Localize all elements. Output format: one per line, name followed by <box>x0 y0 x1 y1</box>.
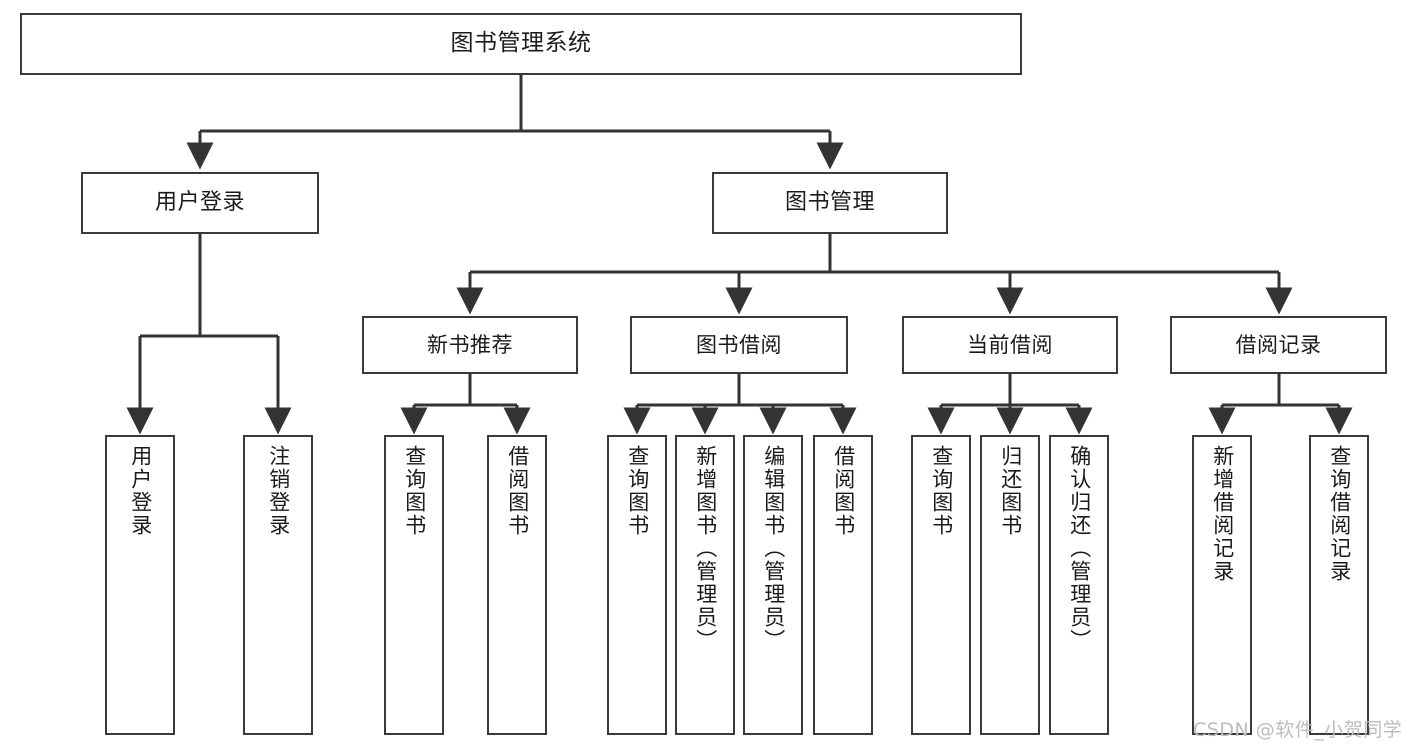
leaf-edit-book-label: 编辑图书（管理员） <box>761 445 786 652</box>
leaf-add-book-label: 新增图书（管理员） <box>693 445 718 652</box>
leaf-borrow-book-2[interactable]: 借阅图书 <box>813 435 873 735</box>
node-borrow-record[interactable]: 借阅记录 <box>1170 316 1387 374</box>
node-current-borrow[interactable]: 当前借阅 <box>902 316 1118 374</box>
leaf-user-logout[interactable]: 注销登录 <box>243 435 313 735</box>
node-new-book-recommend[interactable]: 新书推荐 <box>362 316 578 374</box>
node-user-login-label: 用户登录 <box>154 189 245 215</box>
leaf-add-record[interactable]: 新增借阅记录 <box>1192 435 1252 735</box>
leaf-add-book[interactable]: 新增图书（管理员） <box>675 435 735 735</box>
leaf-query-book-2-label: 查询图书 <box>625 445 650 537</box>
node-book-manage-label: 图书管理 <box>784 189 875 215</box>
leaf-query-book-1-label: 查询图书 <box>402 445 427 537</box>
leaf-borrow-book-1[interactable]: 借阅图书 <box>487 435 547 735</box>
leaf-add-record-label: 新增借阅记录 <box>1210 445 1235 583</box>
leaf-return-book[interactable]: 归还图书 <box>980 435 1040 735</box>
leaf-edit-book[interactable]: 编辑图书（管理员） <box>743 435 803 735</box>
node-root-label: 图书管理系统 <box>450 30 592 57</box>
leaf-query-book-1[interactable]: 查询图书 <box>384 435 444 735</box>
watermark-text: CSDN @软件_小贺同学 <box>1193 719 1403 741</box>
node-book-borrow[interactable]: 图书借阅 <box>630 316 848 374</box>
leaf-query-record-label: 查询借阅记录 <box>1327 445 1352 583</box>
leaf-query-book-2[interactable]: 查询图书 <box>607 435 667 735</box>
node-current-borrow-label: 当前借阅 <box>967 332 1053 357</box>
leaf-user-login[interactable]: 用户登录 <box>105 435 175 735</box>
node-new-book-recommend-label: 新书推荐 <box>427 332 513 357</box>
leaf-query-record[interactable]: 查询借阅记录 <box>1309 435 1369 735</box>
node-user-login[interactable]: 用户登录 <box>81 172 319 234</box>
node-book-borrow-label: 图书借阅 <box>696 332 782 357</box>
leaf-confirm-return-label: 确认归还（管理员） <box>1067 445 1092 652</box>
leaf-return-book-label: 归还图书 <box>998 445 1023 537</box>
node-borrow-record-label: 借阅记录 <box>1235 332 1322 357</box>
leaf-confirm-return[interactable]: 确认归还（管理员） <box>1049 435 1109 735</box>
leaf-borrow-book-1-label: 借阅图书 <box>505 445 530 537</box>
leaf-query-book-3[interactable]: 查询图书 <box>911 435 971 735</box>
leaf-borrow-book-2-label: 借阅图书 <box>831 445 856 537</box>
leaf-user-login-label: 用户登录 <box>128 445 153 537</box>
node-book-manage[interactable]: 图书管理 <box>712 172 948 234</box>
node-root[interactable]: 图书管理系统 <box>20 13 1022 75</box>
leaf-query-book-3-label: 查询图书 <box>929 445 954 537</box>
leaf-user-logout-label: 注销登录 <box>266 445 291 537</box>
